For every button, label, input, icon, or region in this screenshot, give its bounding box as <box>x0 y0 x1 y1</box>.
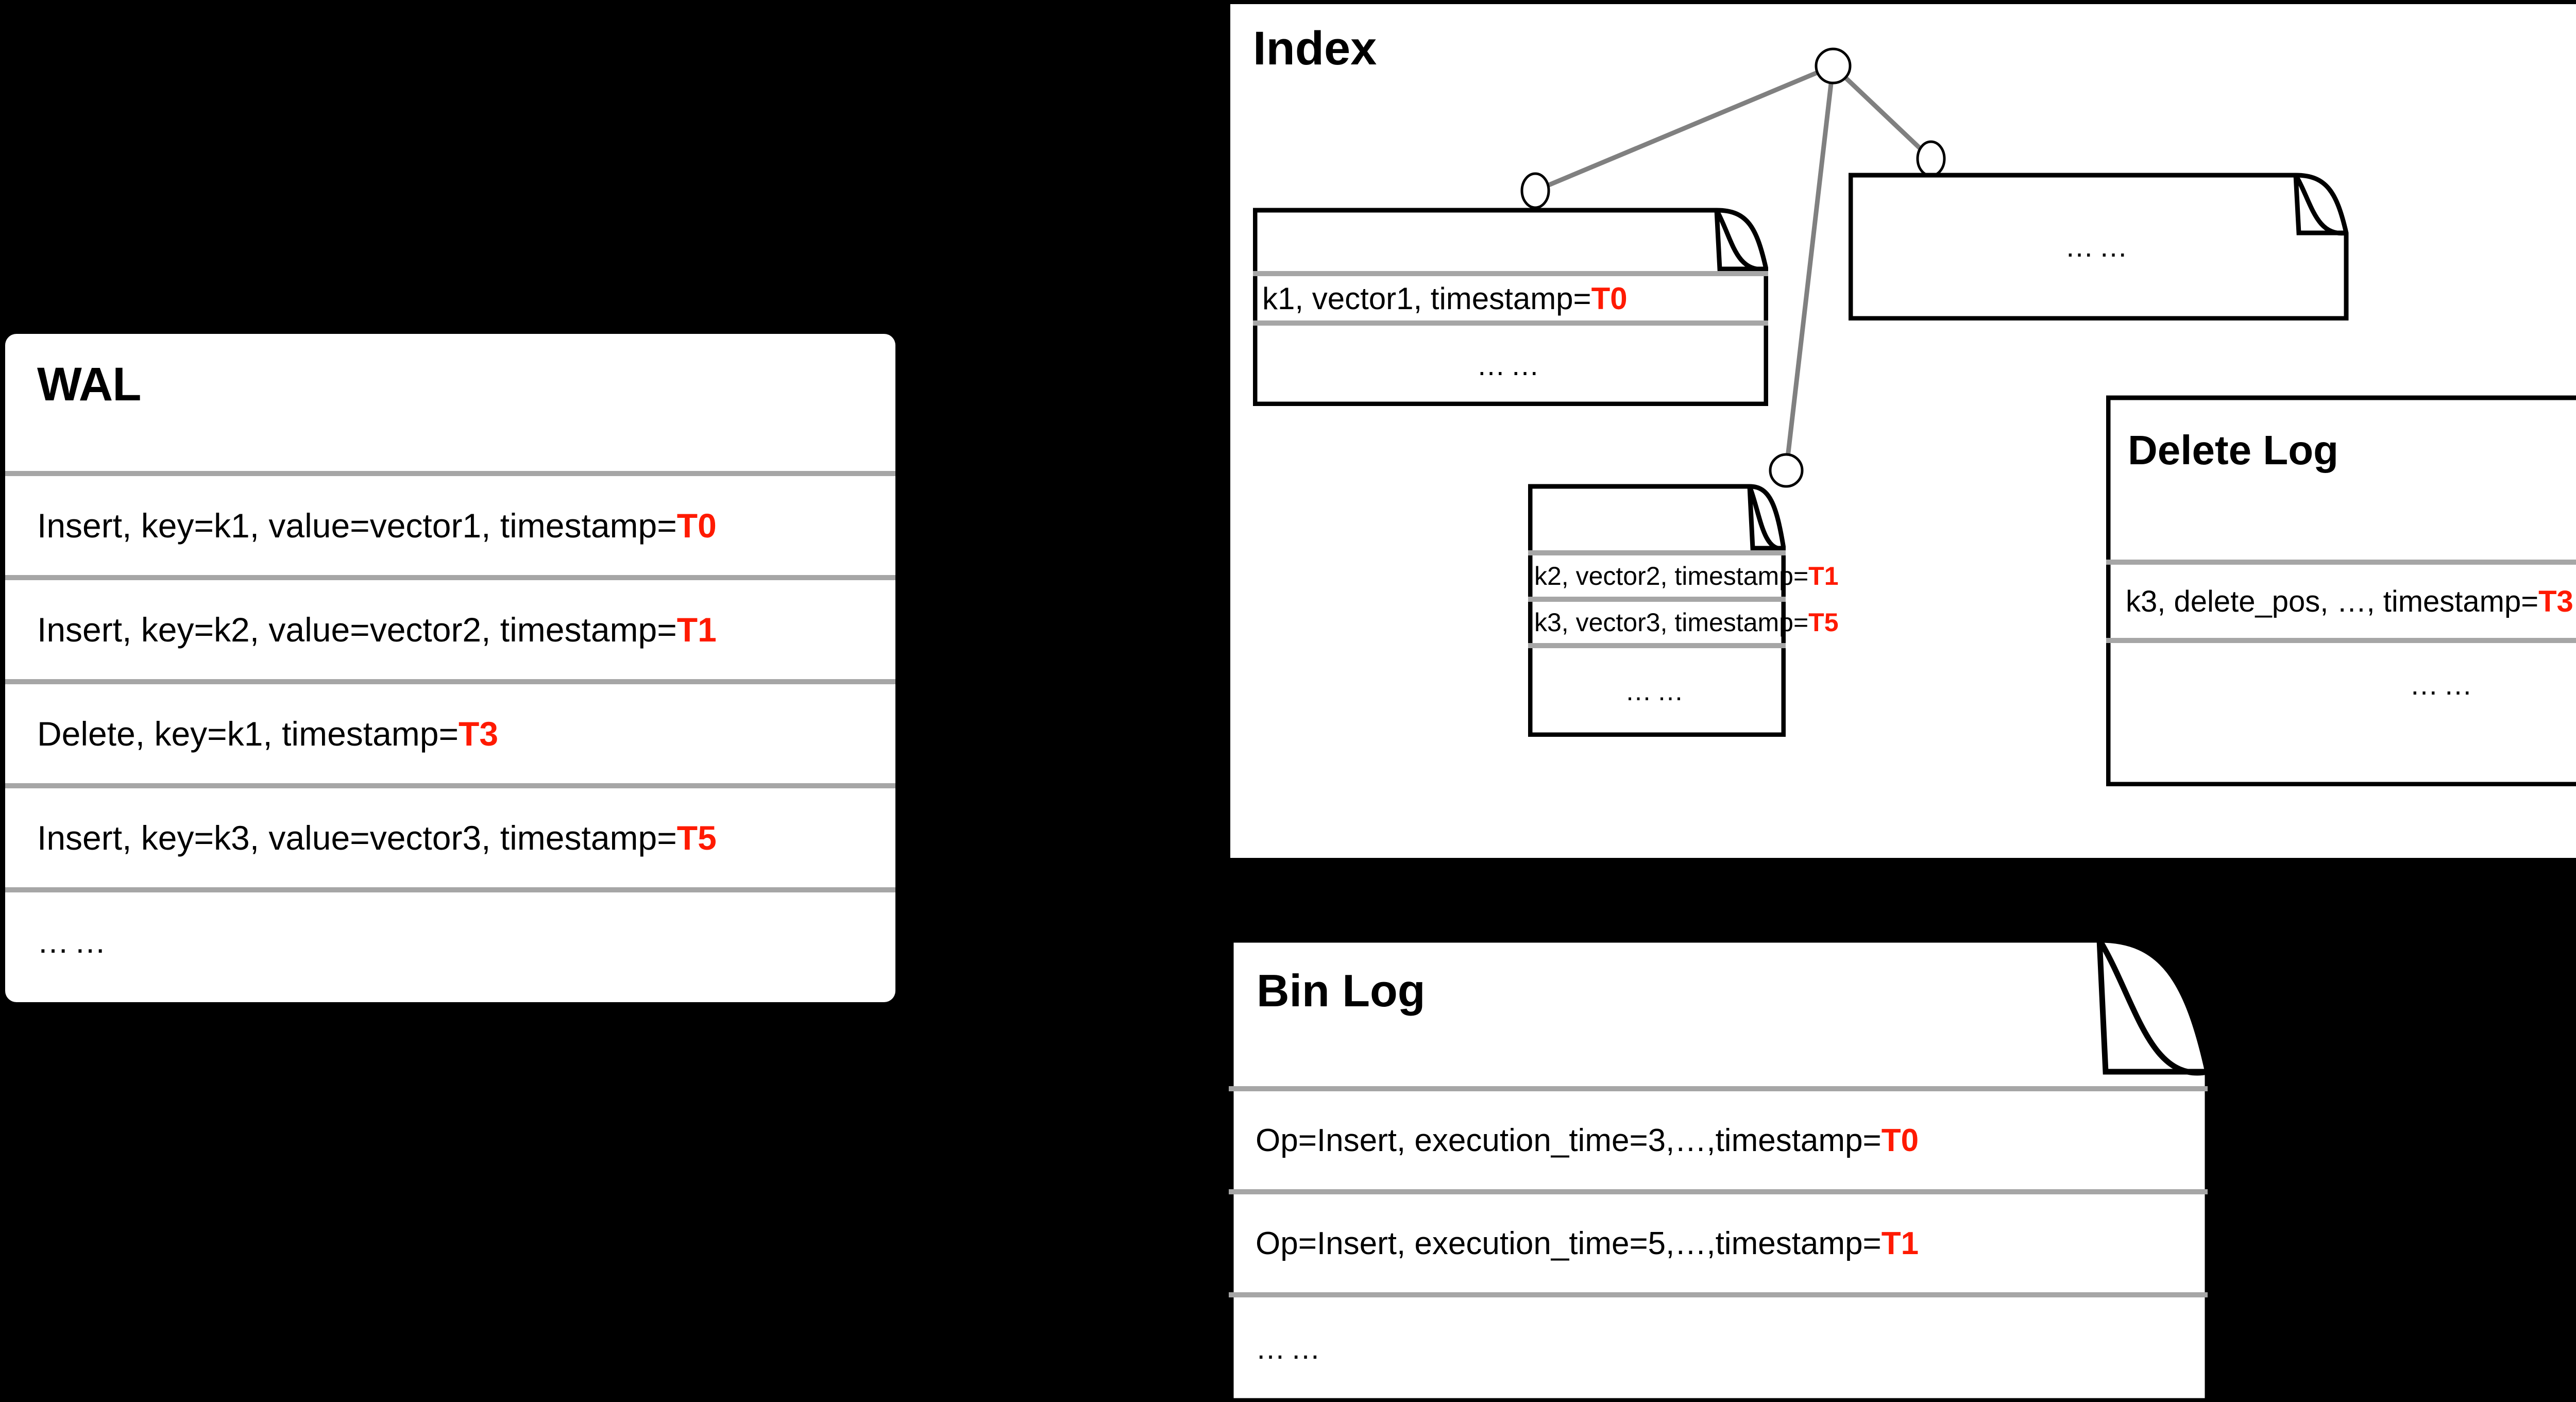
doc-sheet-shape <box>1849 173 2349 320</box>
timestamp-badge: T1 <box>1808 562 1839 590</box>
bin-log-row-text: Op=Insert, execution_time=5,…,timestamp=… <box>1256 1225 1919 1261</box>
wal-row-list: Insert, key=k1, value=vector1, timestamp… <box>5 471 895 991</box>
index-leaf-right-card: …… <box>1849 172 2349 320</box>
wal-title: WAL <box>37 358 141 411</box>
wal-row-ellipsis: …… <box>5 887 895 991</box>
bin-log-row-text: …… <box>1256 1331 1326 1365</box>
delete-log-row-text: …… <box>2410 668 2478 701</box>
wal-row-text: Delete, key=k1, timestamp=T3 <box>37 715 499 753</box>
timestamp-badge: T1 <box>676 611 717 649</box>
index-leaf-bottom-rows: k2, vector2, timestamp=T1 k3, vector3, t… <box>1528 483 1839 737</box>
doc-sheet-shape <box>1528 484 1786 737</box>
doc-sheet-shape <box>2106 395 2576 786</box>
bin-log-row-ellipsis: …… <box>1229 1292 2208 1399</box>
bin-log-row-text: Op=Insert, execution_time=3,…,timestamp=… <box>1256 1122 1919 1158</box>
doc-sheet-shape <box>1253 208 1768 406</box>
doc-sheet-shape <box>1229 938 2211 1402</box>
bin-log-row: Op=Insert, execution_time=3,…,timestamp=… <box>1229 1086 2208 1189</box>
index-leaf-row: k2, vector2, timestamp=T1 <box>1528 550 1839 597</box>
wal-row-text: Insert, key=k1, value=vector1, timestamp… <box>37 506 717 545</box>
index-leaf-row-text: k3, vector3, timestamp=T5 <box>1534 608 1839 637</box>
index-leaf-row-ellipsis: …… <box>1849 172 2349 320</box>
delete-log-card: Delete Log k3, delete_pos, …, timestamp=… <box>2106 395 2576 786</box>
delete-log-row: k3, delete_pos, …, timestamp=T3 <box>2106 560 2576 638</box>
wal-row: Insert, key=k2, value=vector2, timestamp… <box>5 575 895 679</box>
index-leaf-row: k3, vector3, timestamp=T5 <box>1528 597 1839 643</box>
bin-log-title: Bin Log <box>1257 965 1426 1016</box>
index-leaf-right-rows: …… <box>1849 172 2349 320</box>
index-leaf-row-text: k2, vector2, timestamp=T1 <box>1534 562 1839 590</box>
wal-row-text: …… <box>37 924 111 960</box>
wal-panel: WAL Insert, key=k1, value=vector1, times… <box>5 334 895 1002</box>
bin-log-card: Bin Log Op=Insert, execution_time=3,…,ti… <box>1229 938 2226 1402</box>
timestamp-badge: T3 <box>2538 584 2573 618</box>
wal-row: Insert, key=k1, value=vector1, timestamp… <box>5 471 895 575</box>
delete-log-row-ellipsis: …… <box>2106 638 2576 725</box>
index-leaf-row-text: k1, vector1, timestamp=T0 <box>1262 281 1628 316</box>
wal-row: Insert, key=k3, value=vector3, timestamp… <box>5 783 895 887</box>
timestamp-badge: T0 <box>676 506 717 545</box>
wal-row: Delete, key=k1, timestamp=T3 <box>5 679 895 783</box>
delete-log-title: Delete Log <box>2128 427 2338 473</box>
wal-row-text: Insert, key=k2, value=vector2, timestamp… <box>37 611 717 649</box>
delete-log-row-text: k3, delete_pos, …, timestamp=T3 <box>2126 584 2573 618</box>
index-leaf-left-card: k1, vector1, timestamp=T0 …… <box>1253 207 1768 406</box>
index-leaf-row: k1, vector1, timestamp=T0 <box>1253 271 1768 320</box>
index-title: Index <box>1253 22 1377 75</box>
wal-row-text: Insert, key=k3, value=vector3, timestamp… <box>37 819 717 857</box>
delete-log-rows: Delete Log k3, delete_pos, …, timestamp=… <box>2106 395 2576 786</box>
index-leaf-row-ellipsis: …… <box>1253 320 1768 404</box>
index-leaf-row-text: …… <box>1477 348 1545 381</box>
index-leaf-bottom-card: k2, vector2, timestamp=T1 k3, vector3, t… <box>1528 483 1839 737</box>
index-leaf-row-ellipsis: …… <box>1528 643 1786 735</box>
bin-log-rows: Bin Log Op=Insert, execution_time=3,…,ti… <box>1229 938 2226 1402</box>
timestamp-badge: T5 <box>676 819 717 857</box>
timestamp-badge: T1 <box>1881 1225 1919 1261</box>
bin-log-row: Op=Insert, execution_time=5,…,timestamp=… <box>1229 1189 2208 1292</box>
timestamp-badge: T0 <box>1591 281 1628 316</box>
timestamp-badge: T0 <box>1881 1122 1919 1158</box>
index-leaf-row-text: …… <box>2065 230 2133 263</box>
index-leaf-left-rows: k1, vector1, timestamp=T0 …… <box>1253 207 1768 406</box>
index-leaf-row-text: …… <box>1625 677 1689 706</box>
timestamp-badge: T5 <box>1808 608 1839 637</box>
timestamp-badge: T3 <box>459 715 499 753</box>
